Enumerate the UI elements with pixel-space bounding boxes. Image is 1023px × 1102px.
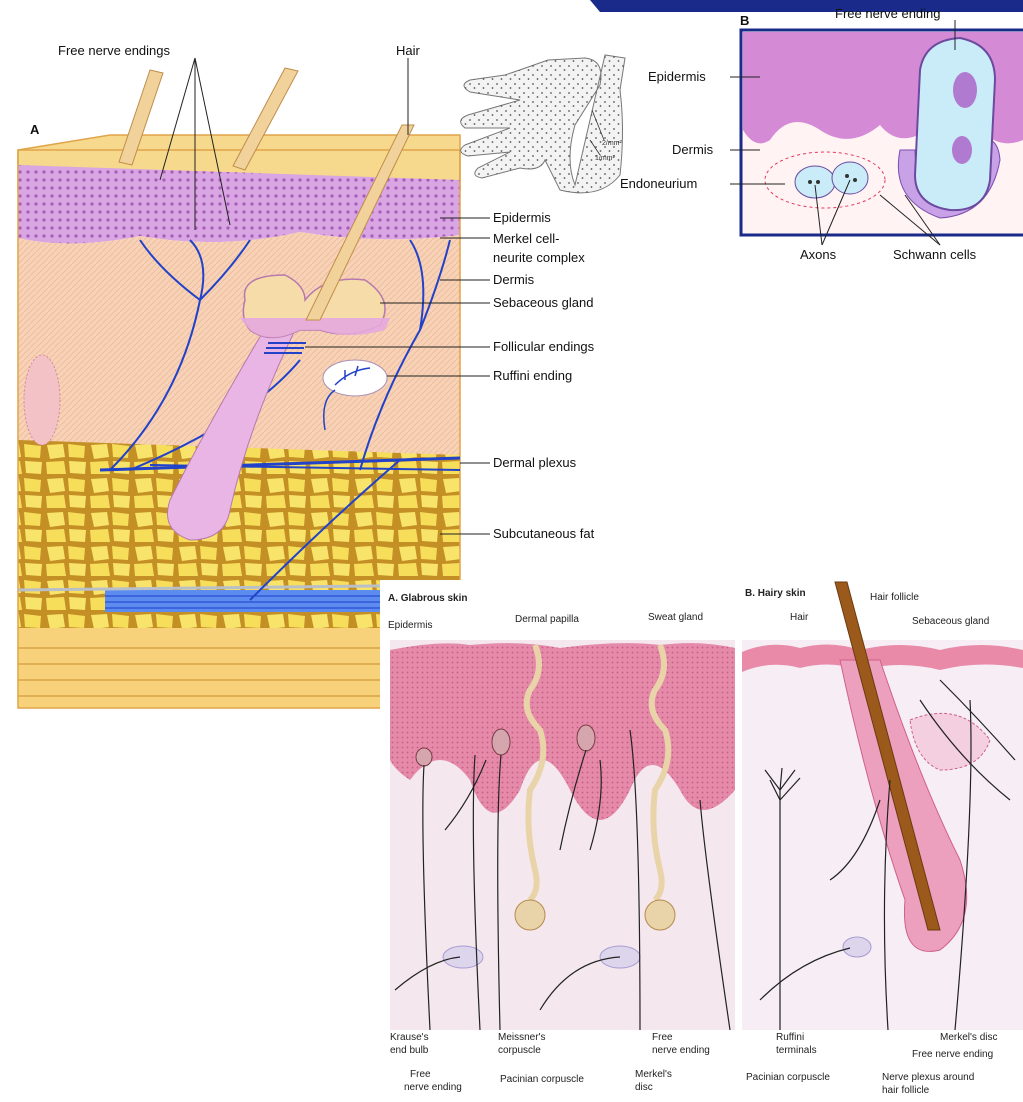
label-r-sebaceous-gland: Sebaceous gland bbox=[912, 616, 989, 627]
label-hair: Hair bbox=[396, 43, 421, 58]
receptor-comparison-diagram: A. Glabrous skin B. Hairy skin Epidermis… bbox=[380, 580, 1023, 1097]
label-r-nerve-plexus-1: Nerve plexus around bbox=[882, 1072, 974, 1083]
label-merkel-1: Merkel cell- bbox=[493, 231, 559, 246]
label-r-merkel-b: Merkel's disc bbox=[940, 1032, 997, 1043]
label-b-endoneurium: Endoneurium bbox=[620, 176, 697, 191]
label-free-nerve-endings: Free nerve endings bbox=[58, 43, 171, 58]
label-merkel-2: neurite complex bbox=[493, 250, 585, 265]
label-b-dermis: Dermis bbox=[672, 142, 714, 157]
label-r-fne-c: Free nerve ending bbox=[912, 1049, 993, 1060]
label-follicular-endings: Follicular endings bbox=[493, 339, 595, 354]
label-b-axons: Axons bbox=[800, 247, 837, 262]
label-r-merkel-a1: Merkel's bbox=[635, 1069, 672, 1080]
krause-end-bulb bbox=[416, 748, 432, 766]
label-r-krause-1: Krause's bbox=[390, 1032, 429, 1043]
hand-density-diagram: 2/mm² 1/mm² bbox=[461, 55, 625, 193]
label-r-nerve-plexus-2: hair follicle bbox=[882, 1085, 930, 1096]
hand-density-lower: 1/mm² bbox=[595, 155, 616, 162]
label-r-meissner-2: corpuscle bbox=[498, 1045, 541, 1056]
label-r-sweat-gland: Sweat gland bbox=[648, 612, 703, 623]
label-sebaceous-gland: Sebaceous gland bbox=[493, 295, 593, 310]
label-r-fne-b2: nerve ending bbox=[652, 1045, 710, 1056]
label-r-ruffini-2: terminals bbox=[776, 1045, 817, 1056]
title-glabrous: A. Glabrous skin bbox=[388, 593, 467, 604]
label-b-free-nerve-ending: Free nerve ending bbox=[835, 6, 941, 21]
label-r-hair: Hair bbox=[790, 612, 809, 623]
sweat-gland-coil-2 bbox=[645, 900, 675, 930]
label-r-pacinian-b: Pacinian corpuscle bbox=[746, 1072, 830, 1083]
label-dermis: Dermis bbox=[493, 272, 535, 287]
label-epidermis: Epidermis bbox=[493, 210, 551, 225]
label-r-pacinian-a: Pacinian corpuscle bbox=[500, 1074, 584, 1085]
label-r-fne-b1: Free bbox=[652, 1032, 673, 1043]
pacinian-corpuscle-b-body bbox=[843, 937, 871, 957]
free-nerve-ending-body bbox=[915, 38, 995, 210]
panel-b-letter: B bbox=[740, 13, 749, 28]
label-r-fne-a1: Free bbox=[410, 1069, 431, 1080]
label-r-epidermis: Epidermis bbox=[388, 620, 432, 631]
label-b-schwann-cells: Schwann cells bbox=[893, 247, 977, 262]
nerve-ending-diagram: B Free nerve ending Epidermis Dermis End… bbox=[590, 0, 1023, 262]
sweat-gland-coil-1 bbox=[515, 900, 545, 930]
label-r-hair-follicle: Hair follicle bbox=[870, 592, 919, 603]
label-r-merkel-a2: disc bbox=[635, 1082, 653, 1093]
nerve-bundle-band bbox=[105, 590, 405, 612]
hand-density-upper: 2/mm² bbox=[602, 140, 623, 147]
label-r-fne-a2: nerve ending bbox=[404, 1082, 462, 1093]
label-dermal-plexus: Dermal plexus bbox=[493, 455, 577, 470]
label-ruffini-ending: Ruffini ending bbox=[493, 368, 572, 383]
ruffini-ending-capsule bbox=[323, 360, 387, 396]
title-hairy: B. Hairy skin bbox=[745, 588, 806, 599]
label-r-ruffini-1: Ruffini bbox=[776, 1032, 804, 1043]
label-r-dermal-papilla: Dermal papilla bbox=[515, 614, 579, 625]
meissner-corpuscle-2 bbox=[577, 725, 595, 751]
panel-a-letter: A bbox=[30, 122, 40, 137]
label-b-epidermis: Epidermis bbox=[648, 69, 706, 84]
label-r-krause-2: end bulb bbox=[390, 1045, 429, 1056]
label-r-meissner-1: Meissner's bbox=[498, 1032, 545, 1043]
meissner-corpuscle-1 bbox=[492, 729, 510, 755]
label-subcutaneous-fat: Subcutaneous fat bbox=[493, 526, 595, 541]
pacinian-corpuscle-left bbox=[24, 355, 60, 445]
